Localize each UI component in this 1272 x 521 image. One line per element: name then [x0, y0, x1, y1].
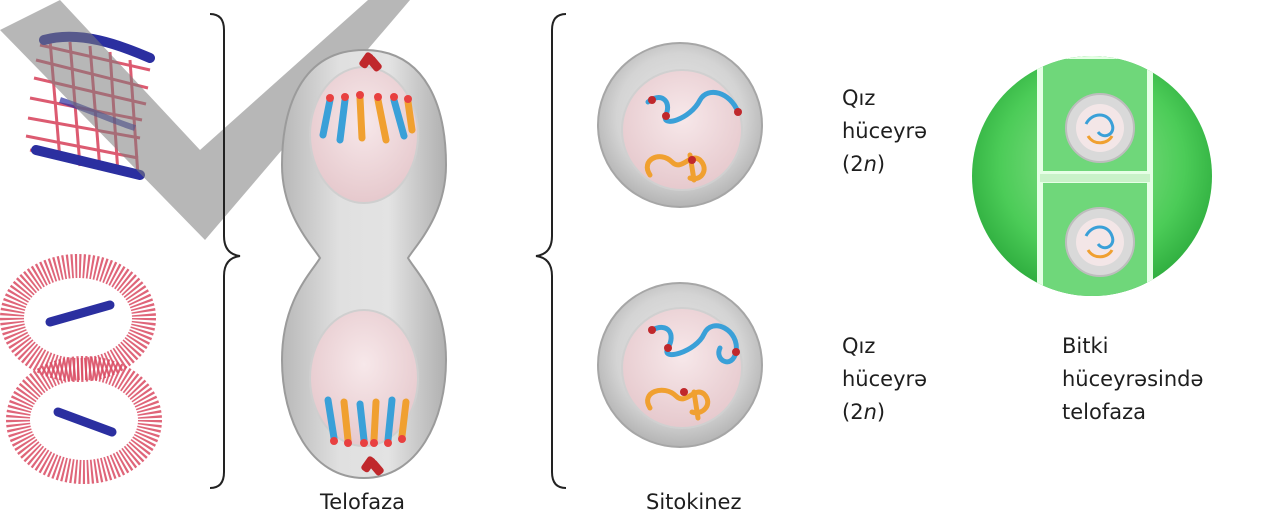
plant-cell-telophase — [972, 56, 1212, 300]
ploidy-open: (2 — [842, 400, 864, 424]
cytokinesis-caption: Sitokinez — [646, 490, 742, 514]
ploidy-open: (2 — [842, 152, 864, 176]
ploidy-label: (2n) — [842, 148, 927, 181]
ploidy-label: (2n) — [842, 396, 927, 429]
daughter-cell-label-line1: Qız — [842, 330, 927, 363]
daughter-cell-top — [598, 43, 762, 207]
daughter-cell-top-label: Qız hüceyrə (2n) — [842, 82, 927, 181]
plant-cell-label-line1: Bitki — [1062, 330, 1203, 363]
daughter-cell-bottom — [598, 283, 762, 447]
telophase-caption: Telofaza — [320, 490, 405, 514]
spindle-bottom-illustration — [12, 266, 150, 472]
daughter-cell-bottom-label: Qız hüceyrə (2n) — [842, 330, 927, 429]
daughter-cell-label-line2: hüceyrə — [842, 363, 927, 396]
ploidy-close: ) — [877, 152, 885, 176]
telophase-cell — [282, 50, 446, 478]
plant-cell-label-line2: hüceyrəsində — [1062, 363, 1203, 396]
left-brace — [210, 14, 240, 488]
right-brace — [536, 14, 566, 488]
plant-cell-label: Bitki hüceyrəsində telofaza — [1062, 330, 1203, 429]
daughter-cell-label-line2: hüceyrə — [842, 115, 927, 148]
plant-cell-label-line3: telofaza — [1062, 396, 1203, 429]
ploidy-close: ) — [877, 400, 885, 424]
ploidy-n: n — [864, 152, 877, 176]
daughter-cell-label-line1: Qız — [842, 82, 927, 115]
ploidy-n: n — [864, 400, 877, 424]
